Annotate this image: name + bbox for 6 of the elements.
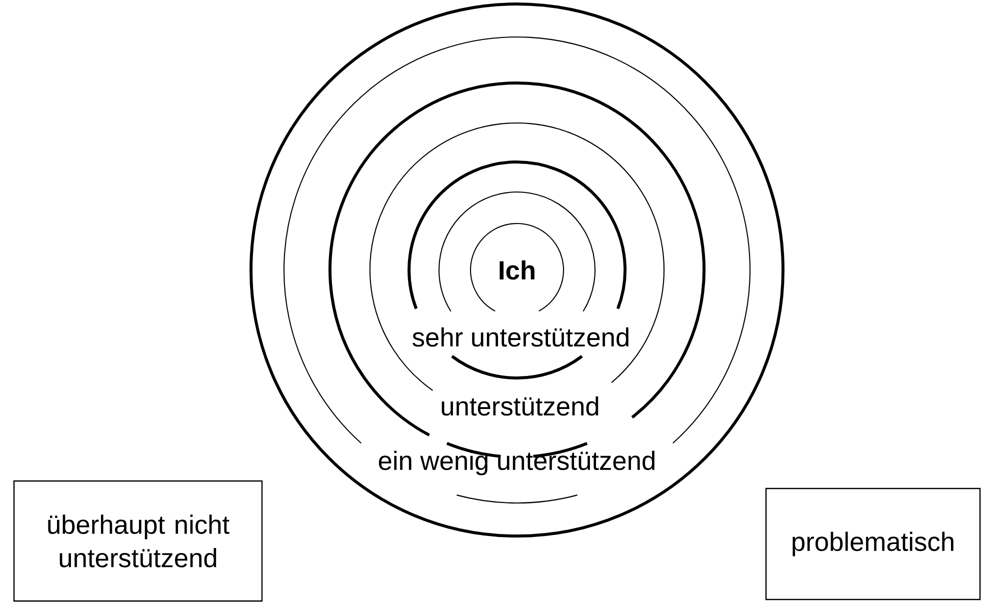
center-label: Ich	[500, 260, 534, 280]
text-box: überhaupt nicht unterstützend	[13, 480, 263, 602]
text-box: problematisch	[765, 488, 981, 600]
ring-label: ein wenig unterstützend	[378, 450, 654, 476]
ring-label: unterstützend	[442, 396, 598, 416]
ring-label: sehr unterstützend	[412, 327, 628, 347]
